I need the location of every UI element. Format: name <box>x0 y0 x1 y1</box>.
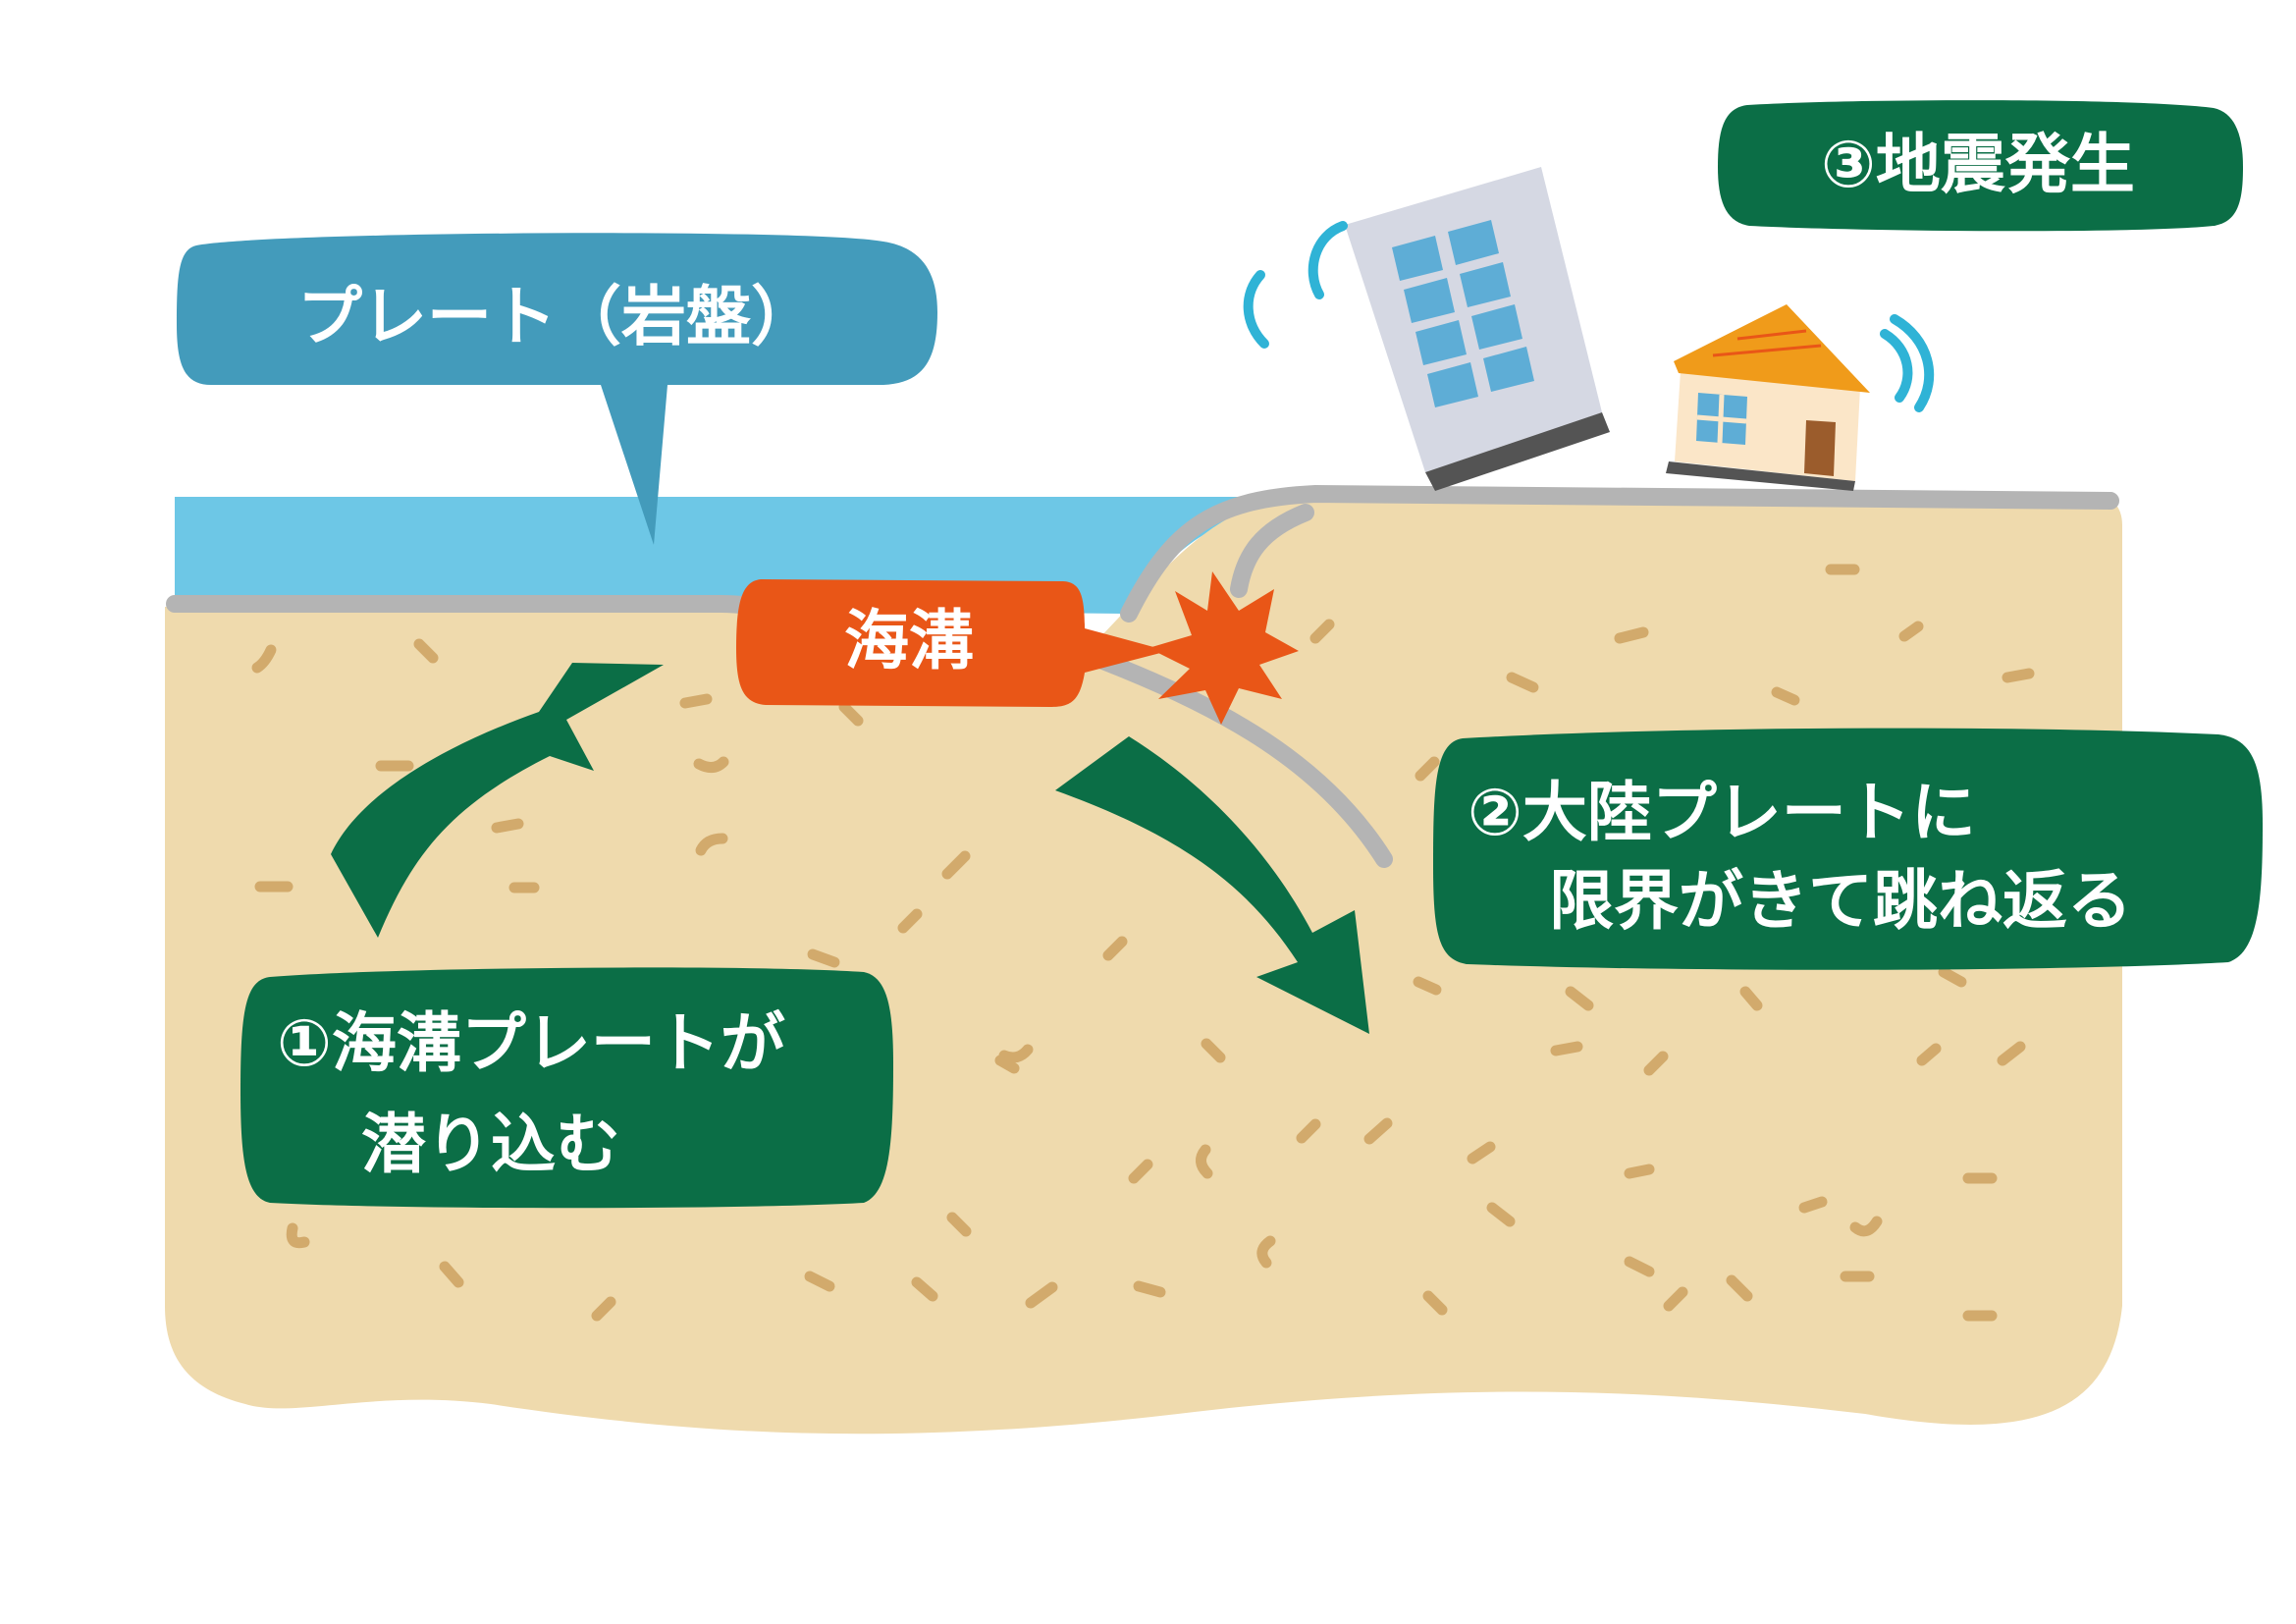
shake-lines-icon <box>1243 221 1935 412</box>
arrow-subduction-up <box>331 663 664 938</box>
step2-callout: ②大陸プレートに 限界がきて跳ね返る <box>1433 728 2263 970</box>
impact-burst-icon <box>1148 571 1299 725</box>
trench-callout: 海溝 <box>736 579 1168 707</box>
step2-label-line2: 限界がきて跳ね返る <box>1549 863 2132 939</box>
step3-callout: ③地震発生 <box>1718 100 2243 232</box>
tilting-house-icon <box>1666 304 1870 491</box>
step3-label: ③地震発生 <box>1821 127 2135 202</box>
step1-callout: ①海溝プレートが 潜り込む <box>240 967 893 1209</box>
arrow-rebound-down <box>1055 736 1369 1034</box>
step1-label-line1: ①海溝プレートが <box>277 1005 785 1081</box>
plate-callout: プレート（岩盤） <box>177 233 937 545</box>
subducting-plate-line <box>1076 645 1393 868</box>
ground-specks <box>251 564 2035 1322</box>
continental-plate-line <box>1120 484 2119 623</box>
plate-label: プレート（岩盤） <box>297 279 816 354</box>
trench-label: 海溝 <box>844 603 974 678</box>
step2-label-line1: ②大陸プレートに <box>1468 775 1976 850</box>
continental-plate-inner-line <box>1230 504 1314 598</box>
tilting-building-icon <box>1345 167 1610 491</box>
step1-label-line2: 潜り込む <box>361 1107 620 1182</box>
